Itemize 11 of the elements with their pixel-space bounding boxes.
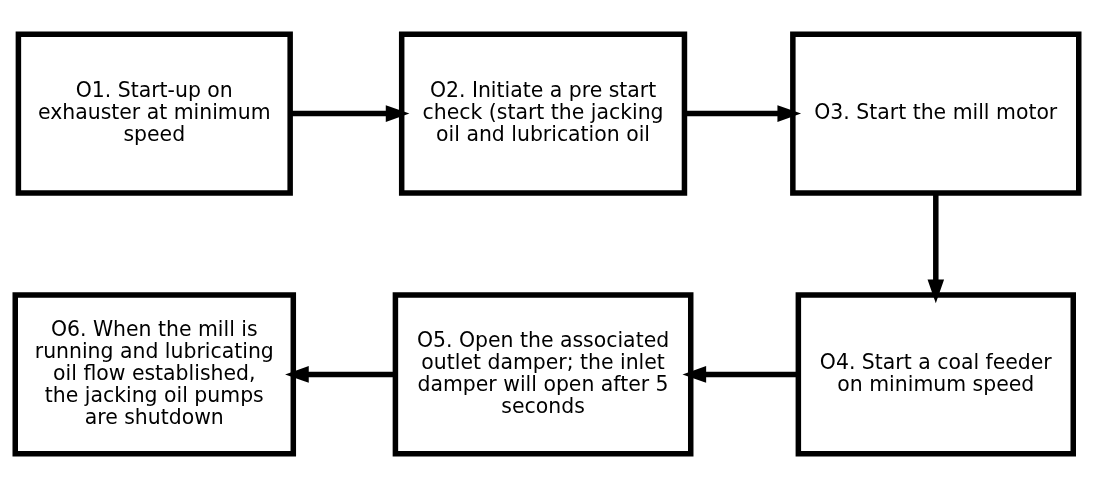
node-box: O4. Start a coal feeder on minimum speed (795, 291, 1076, 456)
node-box: O3. Start the mill motor (790, 31, 1082, 196)
arrow (684, 104, 802, 122)
node-box: O6. When the mill is running and lubricating oil flow established, the jacking oil pumps are shutdown (12, 291, 297, 456)
arrow (682, 365, 799, 383)
arrow (927, 193, 945, 303)
node-box: O5. Open the associated outlet damper; the inlet damper will open after 5 seconds (392, 291, 694, 456)
arrow (290, 104, 410, 122)
node-box: O2. Initiate a pre start check (start the jacking oil and lubrication oil (398, 31, 688, 196)
arrow (285, 365, 395, 383)
node-box: O1. Start-up on exhauster at minimum speed (15, 31, 293, 196)
